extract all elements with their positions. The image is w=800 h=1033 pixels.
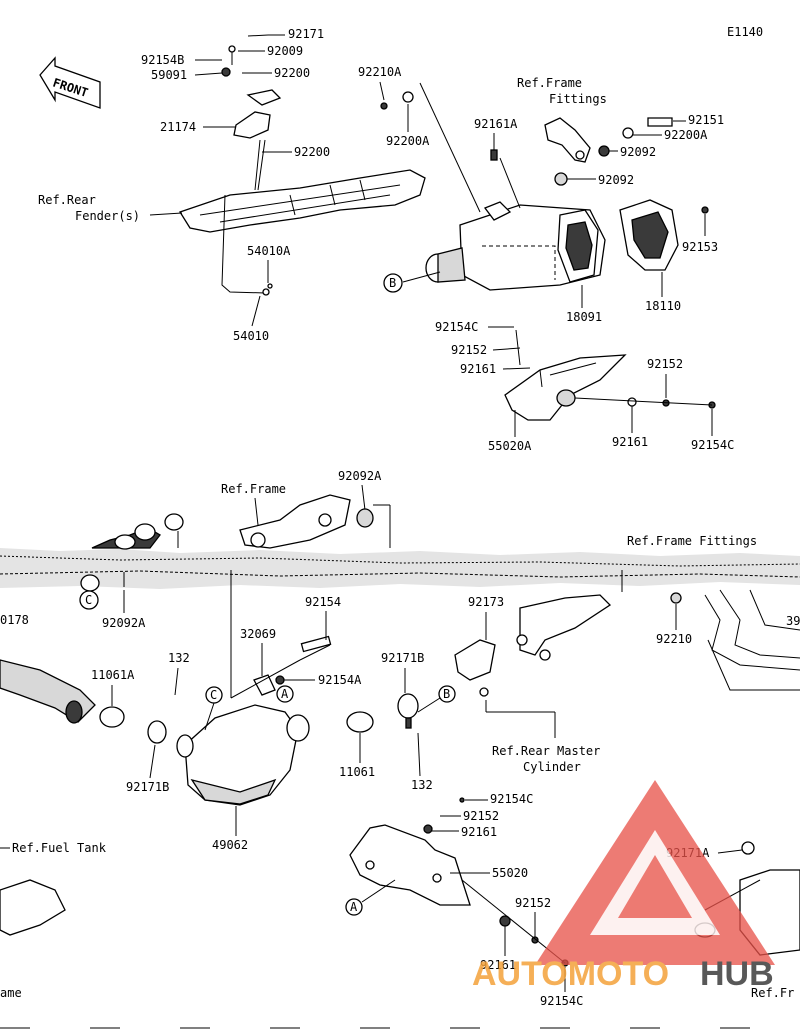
label-92210: 92210: [656, 632, 692, 646]
label-92161-c: 92161: [461, 825, 497, 839]
exhaust-collector-49062: [147, 570, 374, 806]
label-54010A: 54010A: [247, 244, 291, 258]
heat-guard-55020: [349, 797, 569, 967]
label-92200A-right: 92200A: [664, 128, 708, 142]
rear-master-cylinder-bracket: [454, 570, 623, 738]
label-92092-a: 92092: [620, 145, 656, 159]
svg-text:B: B: [443, 687, 450, 701]
ref-rear-master-line1: Ref.Rear Master: [492, 744, 600, 758]
label-55020: 55020: [492, 866, 528, 880]
label-92152-d: 92152: [515, 896, 551, 910]
label-54010: 54010: [233, 329, 269, 343]
label-11061: 11061: [339, 765, 375, 779]
svg-text:B: B: [389, 276, 396, 290]
ref-rear-fender-line1: Ref.Rear: [38, 193, 96, 207]
label-92161-a: 92161: [460, 362, 496, 376]
label-92171: 92171: [288, 27, 324, 41]
label-92154C-d: 92154C: [540, 994, 583, 1008]
label-92092-b: 92092: [598, 173, 634, 187]
label-39: 39: [786, 614, 800, 628]
label-59091: 59091: [151, 68, 187, 82]
label-132-b: 132: [411, 778, 433, 792]
callout-a-bottom: [345, 898, 363, 916]
label-92092A-top: 92092A: [338, 469, 382, 483]
label-92161-b: 92161: [612, 435, 648, 449]
svg-text:C: C: [210, 688, 217, 702]
frame-right: [670, 589, 800, 691]
front-arrow-icon: FRONT: [39, 56, 101, 109]
svg-text:A: A: [350, 900, 358, 914]
watermark-text-1: AUTOMOTO: [472, 955, 669, 993]
label-92200-a: 92200: [274, 66, 310, 80]
label-92200-b: 92200: [294, 145, 330, 159]
label-92154C-a: 92154C: [435, 320, 478, 334]
ref-rear-master-line2: Cylinder: [523, 760, 581, 774]
ref-frame-fittings-line1: Ref.Frame: [517, 76, 582, 90]
exhaust-pipe-left: [0, 572, 125, 728]
ref-rear-fender-line2: Fender(s): [75, 209, 140, 223]
label-55020A: 55020A: [488, 439, 532, 453]
label-ame: ame: [0, 986, 22, 1000]
label-92009: 92009: [267, 44, 303, 58]
frame-section-top: [91, 494, 391, 550]
ref-fuel-tank: Ref.Fuel Tank: [12, 841, 107, 855]
ref-fr: Ref.Fr: [751, 986, 794, 1000]
frame-fitting-bracket: [544, 117, 709, 214]
label-92154: 92154: [305, 595, 341, 609]
label-92171B-right: 92171B: [381, 651, 424, 665]
label-132-a: 132: [168, 651, 190, 665]
callout-b-bottom: [438, 685, 456, 703]
svg-text:A: A: [281, 687, 289, 701]
label-18110: 18110: [645, 299, 681, 313]
label-92154C-b: 92154C: [691, 438, 734, 452]
clamp-92171B: [397, 693, 441, 729]
label-92151: 92151: [688, 113, 724, 127]
label-92153: 92153: [682, 240, 718, 254]
callout-c-left: [79, 590, 99, 610]
label-92173: 92173: [468, 595, 504, 609]
automotohub-watermark-logo: AUTOMOTO HUB: [472, 780, 775, 993]
label-18091: 18091: [566, 310, 602, 324]
label-92154B: 92154B: [141, 53, 184, 67]
label-92154A: 92154A: [318, 673, 362, 687]
diagram-code: E1140: [727, 25, 763, 39]
watermark-text-2: HUB: [700, 955, 774, 993]
callout-b-top: [383, 273, 403, 293]
heat-guard-55020A: [504, 329, 716, 421]
label-92161-d: 92161: [480, 958, 516, 972]
muffler-assembly: [380, 82, 679, 291]
svg-text:C: C: [85, 593, 92, 607]
label-92171B-left: 92171B: [126, 780, 169, 794]
label-92161A: 92161A: [474, 117, 518, 131]
ref-frame: Ref.Frame: [221, 482, 286, 496]
label-0178: 0178: [0, 613, 29, 627]
label-92152-b: 92152: [647, 357, 683, 371]
label-92092A: 92092A: [102, 616, 146, 630]
label-92154C-c: 92154C: [490, 792, 533, 806]
torn-seam: [0, 548, 800, 589]
label-49062: 49062: [212, 838, 248, 852]
ref-frame-fittings-bottom: Ref.Frame Fittings: [627, 534, 757, 548]
label-92152-a: 92152: [451, 343, 487, 357]
label-32069: 32069: [240, 627, 276, 641]
label-92210A: 92210A: [358, 65, 402, 79]
label-92200A-left: 92200A: [386, 134, 430, 148]
label-11061A: 11061A: [91, 668, 135, 682]
rear-fender-bracket: [179, 34, 426, 296]
callout-a-mid: [276, 685, 294, 703]
label-21174: 21174: [160, 120, 196, 134]
ref-frame-fittings-line2: Fittings: [549, 92, 607, 106]
label-92152-c: 92152: [463, 809, 499, 823]
